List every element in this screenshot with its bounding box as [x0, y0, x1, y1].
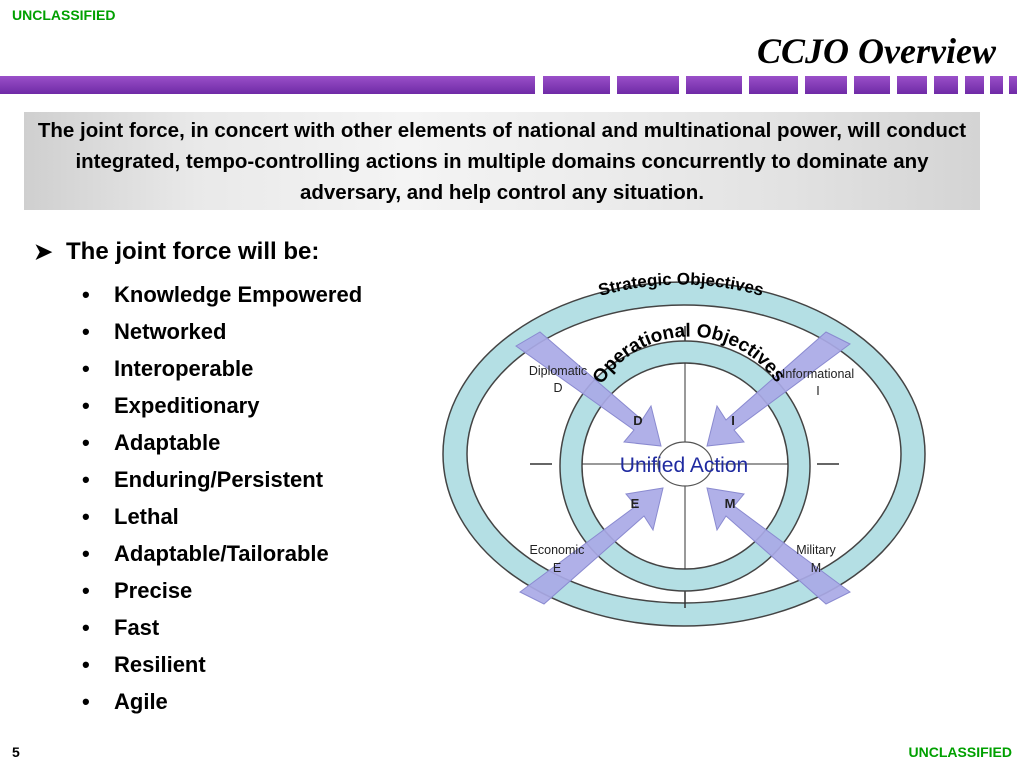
inner-letter-d: D: [633, 413, 642, 428]
bullet-icon: •: [82, 466, 90, 492]
bullet-icon: •: [82, 577, 90, 603]
list-item: • Resilient: [82, 646, 362, 683]
bullet-icon: •: [82, 614, 90, 640]
mission-statement-text: The joint force, in concert with other e…: [37, 118, 967, 204]
list-item-label: Enduring/Persistent: [114, 466, 324, 492]
bullet-icon: •: [82, 540, 90, 566]
list-item-label: Knowledge Empowered: [114, 281, 363, 307]
attribute-list: • Knowledge Empowered • Networked • Interop…: [82, 276, 362, 720]
slide-title: CCJO Overview: [757, 31, 996, 71]
diplomatic-label: Diplomatic: [529, 364, 587, 378]
list-item: • Adaptable/Tailorable: [82, 535, 362, 572]
bullet-icon: •: [82, 355, 90, 381]
bullet-icon: •: [82, 429, 90, 455]
classification-top: UNCLASSIFIED: [12, 7, 116, 23]
bullet-icon: •: [82, 392, 90, 418]
bullet-icon: •: [82, 503, 90, 529]
military-letter: M: [811, 561, 821, 575]
list-item-label: Networked: [114, 318, 227, 344]
list-item-label: Interoperable: [114, 355, 254, 381]
list-item: • Precise: [82, 572, 362, 609]
inner-letter-e: E: [631, 496, 640, 511]
classification-bottom: UNCLASSIFIED: [908, 744, 1012, 760]
mission-statement-banner: The joint force, in concert with other e…: [24, 112, 980, 210]
arrow-diplomatic: [515, 331, 662, 447]
inner-letter-m: M: [725, 496, 736, 511]
informational-letter: I: [816, 384, 819, 398]
military-label: Military: [796, 543, 836, 557]
page-number: 5: [12, 744, 20, 760]
arrow-informational: [706, 331, 851, 447]
list-item: • Enduring/Persistent: [82, 461, 362, 498]
bullet-icon: •: [82, 318, 90, 344]
main-bullet: ➤ The joint force will be:: [34, 238, 319, 266]
list-item-label: Lethal: [114, 503, 179, 529]
list-item: • Adaptable: [82, 424, 362, 461]
list-item-label: Resilient: [114, 651, 206, 677]
list-item: • Expeditionary: [82, 387, 362, 424]
main-bullet-text: The joint force will be:: [66, 238, 320, 265]
list-item-label: Agile: [114, 688, 168, 714]
inner-letter-i: I: [731, 413, 735, 428]
bullet-icon: •: [82, 688, 90, 714]
list-item: • Fast: [82, 609, 362, 646]
list-item: • Lethal: [82, 498, 362, 535]
arrow-bullet-icon: ➤: [34, 239, 53, 264]
economic-label: Economic: [530, 543, 585, 557]
bullet-icon: •: [82, 651, 90, 677]
arrow-economic: [519, 487, 664, 605]
bullet-icon: •: [82, 281, 90, 307]
title-underline-bar: [0, 76, 1024, 94]
arrow-military: [706, 487, 851, 605]
dime-diagram: Unified Action Strategic Objectives Oper…: [442, 270, 926, 627]
list-item-label: Fast: [114, 614, 160, 640]
list-item: • Networked: [82, 313, 362, 350]
informational-label: Informational: [782, 367, 854, 381]
list-item: • Interoperable: [82, 350, 362, 387]
list-item-label: Adaptable: [114, 429, 221, 455]
center-label: Unified Action: [620, 454, 748, 477]
economic-letter: E: [553, 561, 561, 575]
list-item-label: Precise: [114, 577, 193, 603]
list-item-label: Adaptable/Tailorable: [114, 540, 329, 566]
unified-action-center: [657, 441, 713, 487]
list-item: • Knowledge Empowered: [82, 276, 362, 313]
list-item-label: Expeditionary: [114, 392, 260, 418]
diplomatic-letter: D: [553, 381, 562, 395]
list-item: • Agile: [82, 683, 362, 720]
